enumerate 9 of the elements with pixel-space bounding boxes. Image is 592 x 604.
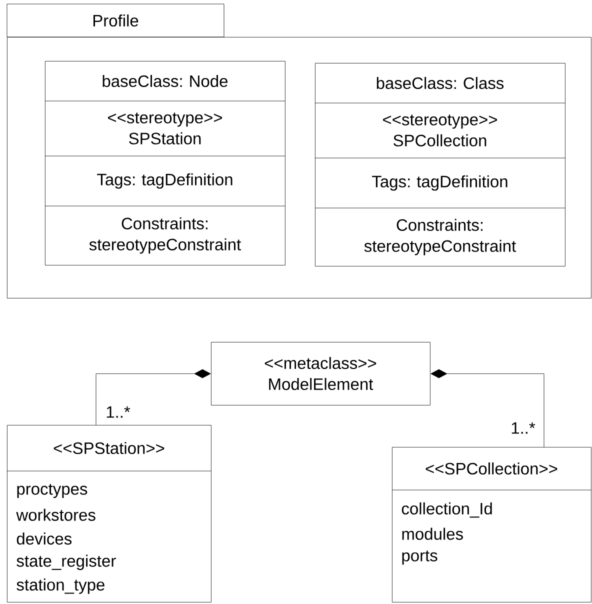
composition-line bbox=[430, 369, 544, 448]
class-box: <<SPStation>> proctypes workstores devices state_register station_type bbox=[6, 425, 212, 602]
class-box: <<SPCollection>> collection_Id modules ports bbox=[392, 447, 592, 602]
stereotype-box: <<metaclass>> ModelElement bbox=[211, 342, 430, 406]
composition-line bbox=[96, 369, 211, 426]
stereotype-box: baseClass: Node <<stereotype>> SPStation Tags: tagDefinition Constraints: stereotypeConstraint bbox=[44, 61, 286, 266]
stereotype-box: baseClass: Class <<stereotype>> SPCollection Tags: tagDefinition Constraints: stereotypeConstraint bbox=[314, 63, 566, 266]
multiplicity-label: 1..* bbox=[512, 422, 536, 434]
multiplicity-label: 1..* bbox=[106, 406, 130, 418]
